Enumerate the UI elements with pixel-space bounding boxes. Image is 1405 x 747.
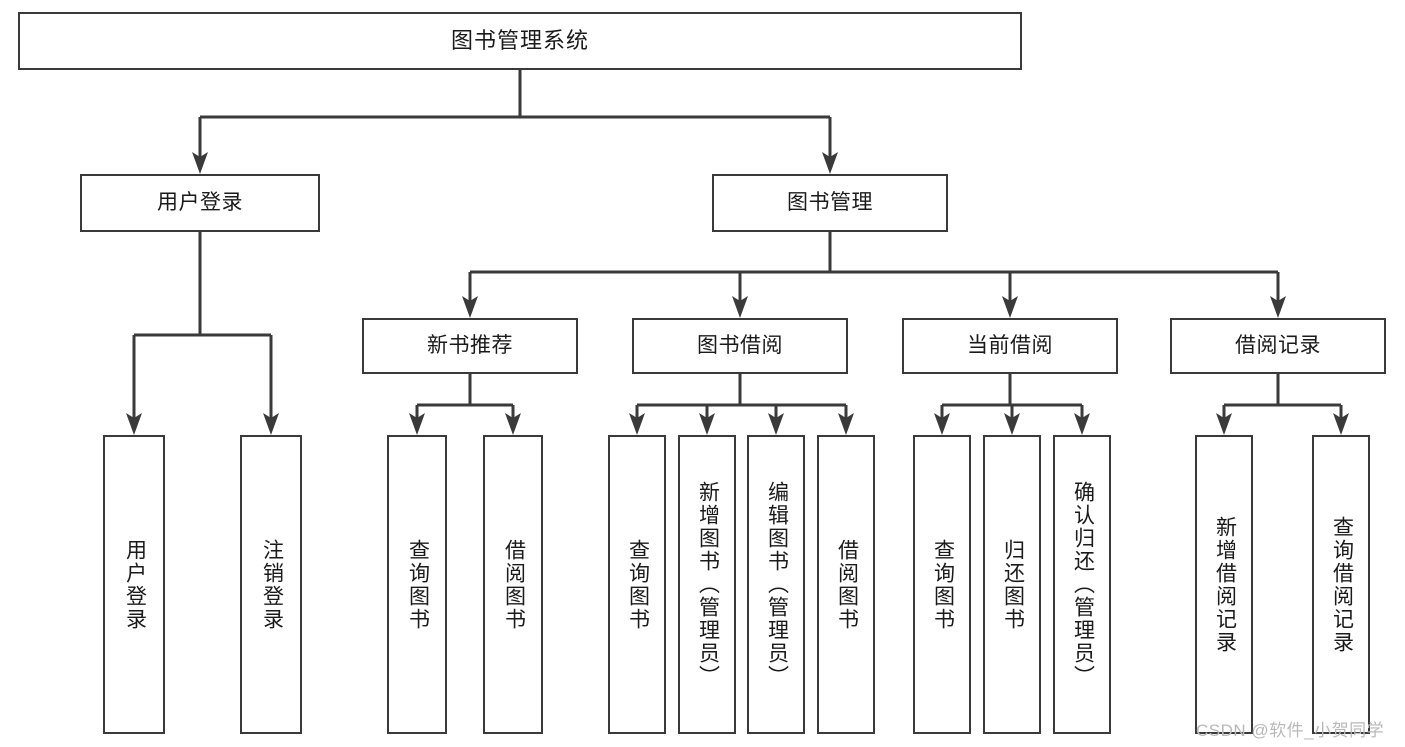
node-user-login[interactable]: 用户登录 [80, 174, 320, 232]
node-new-book-recommend[interactable]: 新书推荐 [362, 318, 578, 374]
node-borrow-record-label: 借阅记录 [1235, 334, 1321, 358]
arrowhead-icon [462, 296, 478, 318]
node-current-borrow-label: 当前借阅 [967, 334, 1053, 358]
leaf-edit-book[interactable]: 编辑图书（管理员） [747, 435, 805, 734]
arrowhead-icon [699, 413, 715, 435]
leaf-borrow-book-rec-label: 借阅图书 [502, 538, 526, 631]
arrowhead-icon [1216, 413, 1232, 435]
arrowhead-icon [1004, 413, 1020, 435]
leaf-add-record-label: 新增借阅记录 [1213, 515, 1237, 654]
leaf-query-book-borrow[interactable]: 查询图书 [608, 435, 666, 734]
node-root-label: 图书管理系统 [450, 27, 589, 53]
leaf-return-book[interactable]: 归还图书 [983, 435, 1041, 734]
leaf-user-login[interactable]: 用户登录 [103, 435, 165, 734]
leaf-logout[interactable]: 注销登录 [240, 435, 302, 734]
leaf-query-book-current-label: 查询图书 [931, 538, 955, 631]
node-book-manage-label: 图书管理 [787, 191, 873, 215]
watermark: CSDN @软件_小贺同学 [1196, 721, 1385, 740]
leaf-query-record-label: 查询借阅记录 [1330, 515, 1354, 654]
edge-paths [126, 70, 1349, 435]
leaf-logout-label: 注销登录 [260, 538, 284, 631]
arrowhead-icon [192, 152, 208, 174]
leaf-query-book-current[interactable]: 查询图书 [913, 435, 971, 734]
leaf-borrow-book-rec[interactable]: 借阅图书 [483, 435, 543, 734]
arrowhead-icon [409, 413, 425, 435]
arrowhead-icon [934, 413, 950, 435]
node-root[interactable]: 图书管理系统 [18, 12, 1022, 70]
leaf-return-book-label: 归还图书 [1001, 538, 1025, 631]
node-new-book-recommend-label: 新书推荐 [427, 334, 513, 358]
arrowhead-icon [732, 296, 748, 318]
leaf-query-book-rec[interactable]: 查询图书 [387, 435, 447, 734]
arrowhead-icon [505, 413, 521, 435]
leaf-user-login-label: 用户登录 [123, 538, 147, 631]
node-borrow-record[interactable]: 借阅记录 [1170, 318, 1386, 374]
arrowhead-icon [1002, 296, 1018, 318]
node-user-login-label: 用户登录 [157, 191, 243, 215]
leaf-add-book[interactable]: 新增图书（管理员） [678, 435, 736, 734]
node-book-manage[interactable]: 图书管理 [712, 174, 948, 232]
arrowhead-icon [263, 413, 279, 435]
arrowhead-icon [1333, 413, 1349, 435]
arrowhead-icon [822, 152, 838, 174]
leaf-confirm-return-label: 确认归还（管理员） [1071, 481, 1095, 688]
leaf-borrow-book-label: 借阅图书 [835, 538, 859, 631]
node-current-borrow[interactable]: 当前借阅 [902, 318, 1118, 374]
leaf-query-book-rec-label: 查询图书 [406, 538, 430, 631]
arrowhead-icon [838, 413, 854, 435]
arrowhead-icon [629, 413, 645, 435]
node-book-borrow[interactable]: 图书借阅 [632, 318, 848, 374]
leaf-borrow-book[interactable]: 借阅图书 [817, 435, 875, 734]
leaf-confirm-return[interactable]: 确认归还（管理员） [1053, 435, 1111, 734]
leaf-add-book-label: 新增图书（管理员） [696, 481, 720, 688]
arrowhead-icon [1270, 296, 1286, 318]
leaf-query-record[interactable]: 查询借阅记录 [1312, 435, 1370, 734]
arrowhead-icon [126, 413, 142, 435]
arrowhead-icon [768, 413, 784, 435]
arrowhead-icon [1074, 413, 1090, 435]
leaf-add-record[interactable]: 新增借阅记录 [1195, 435, 1253, 734]
node-book-borrow-label: 图书借阅 [697, 334, 783, 358]
leaf-edit-book-label: 编辑图书（管理员） [765, 481, 789, 688]
leaf-query-book-borrow-label: 查询图书 [626, 538, 650, 631]
